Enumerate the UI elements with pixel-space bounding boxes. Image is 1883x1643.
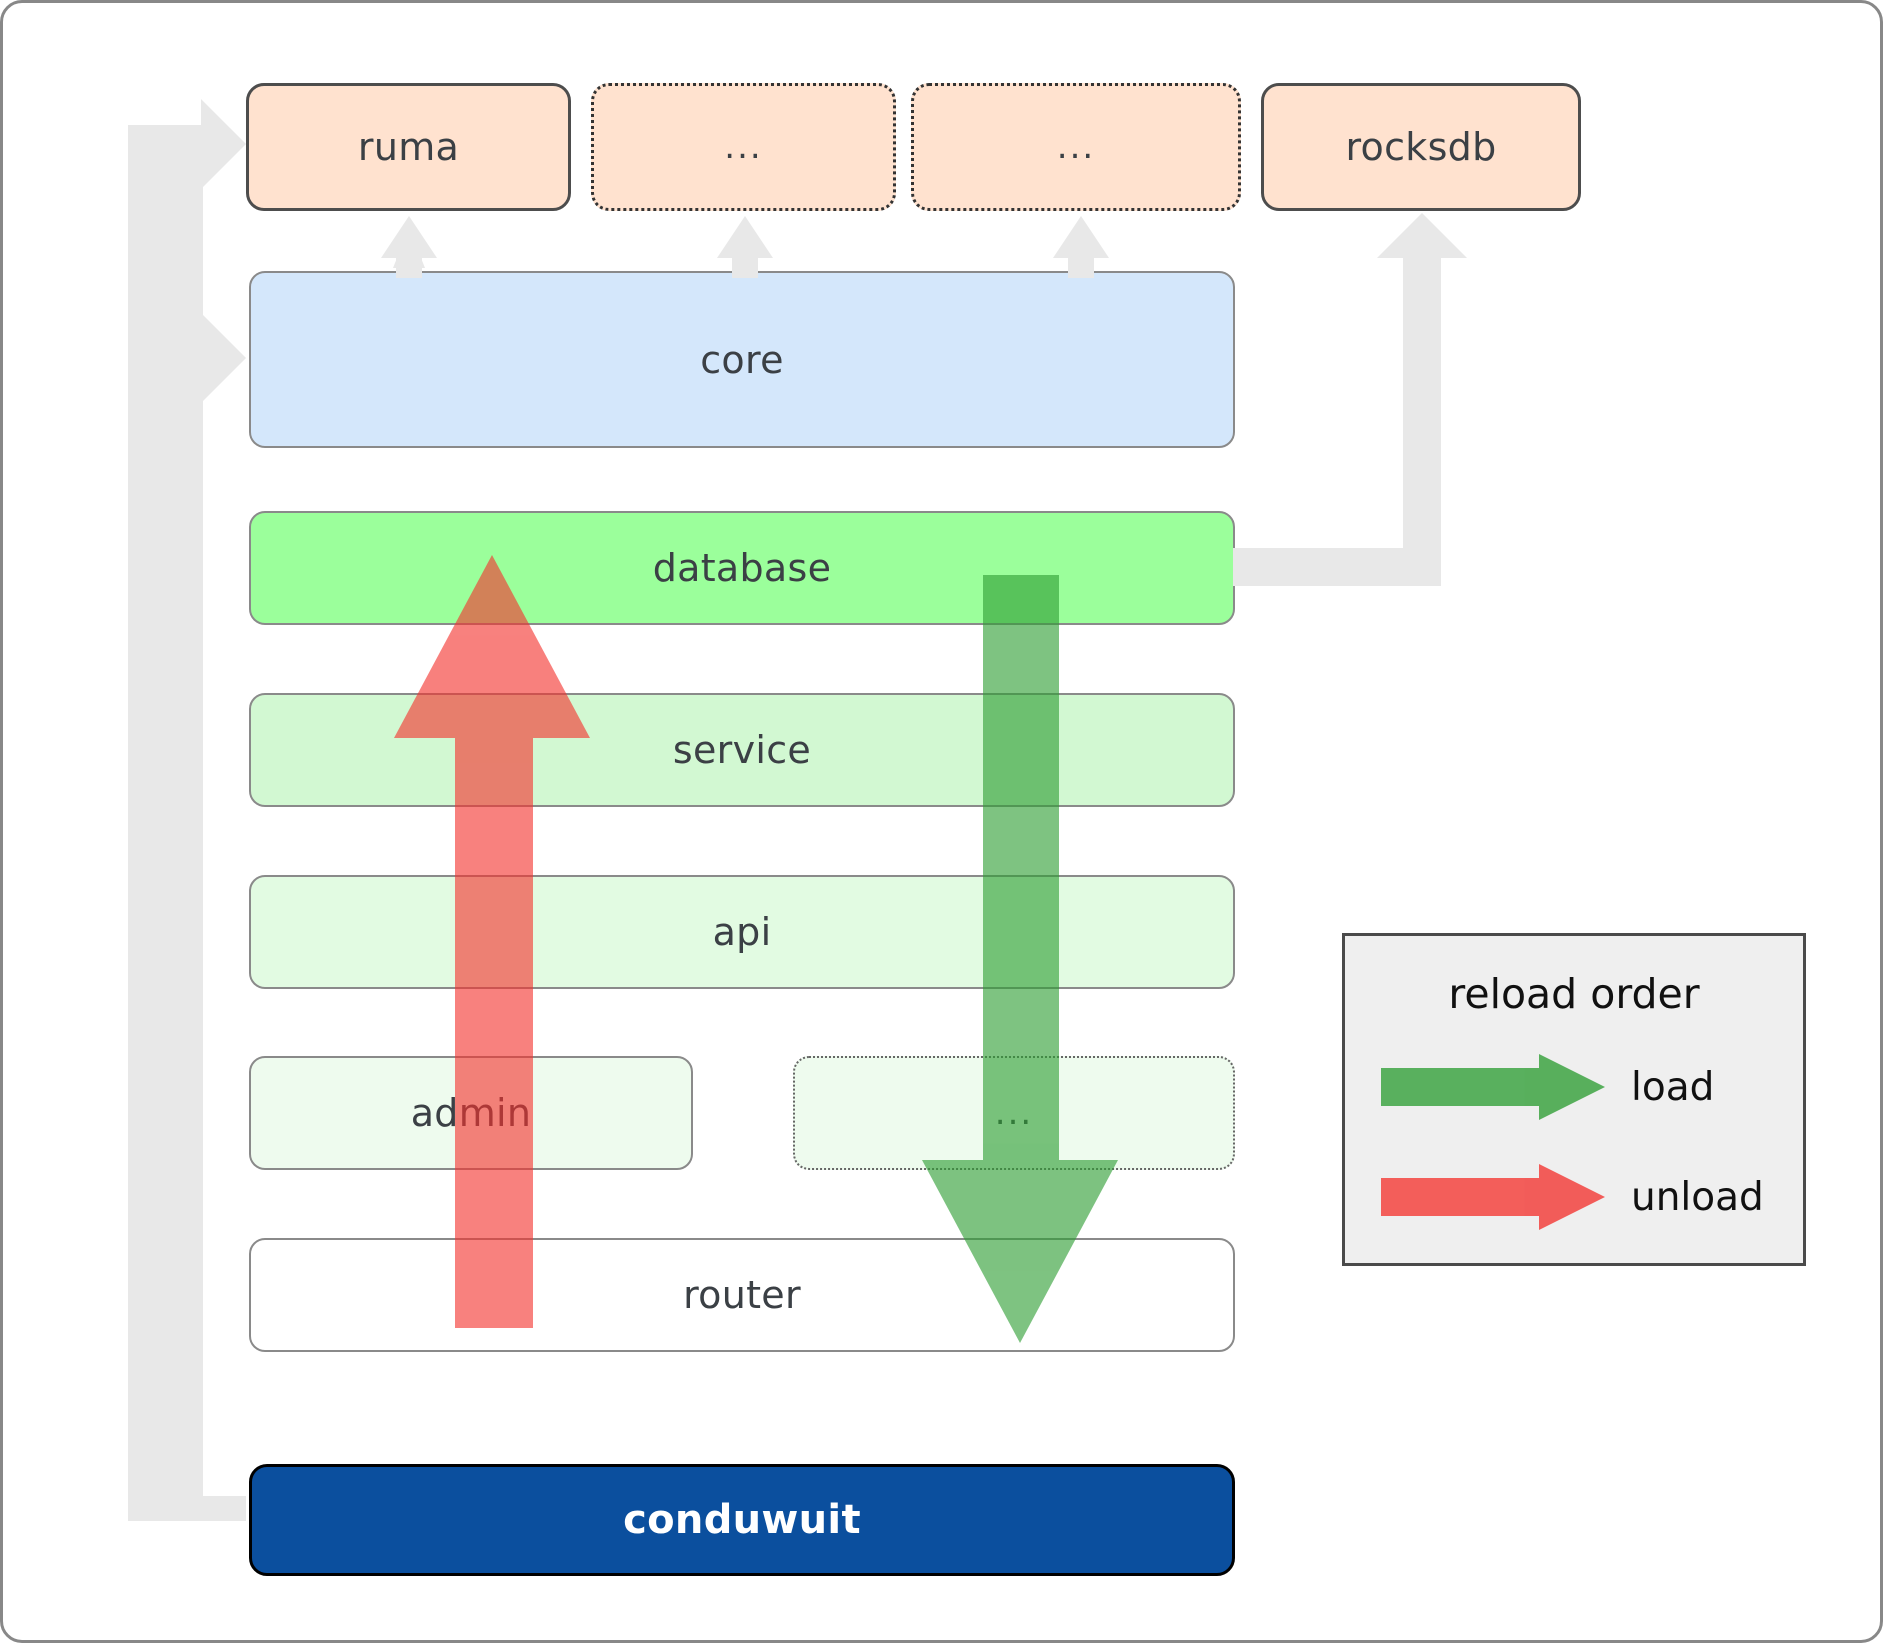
dependency-label: ruma [357, 125, 460, 169]
dependency-box-rocksdb[interactable]: rocksdb [1261, 83, 1581, 211]
flow-arrows-layer [394, 555, 1118, 1343]
root-box-conduwuit[interactable]: conduwuit [249, 1464, 1235, 1576]
connector-arrows-layer [128, 99, 1467, 1521]
root-label: conduwuit [623, 1497, 861, 1543]
layer-box-service[interactable]: service [249, 693, 1235, 807]
dependency-label: rocksdb [1345, 125, 1497, 169]
legend-item-load: load [1345, 1046, 1803, 1128]
legend-label-load: load [1631, 1064, 1715, 1110]
layer-label: core [700, 337, 784, 382]
connector-conduwuit-trunk [128, 136, 246, 1521]
legend-label-unload: unload [1631, 1174, 1764, 1220]
layer-box-core[interactable]: core [249, 271, 1235, 448]
layer-box-admin[interactable]: admin [249, 1056, 693, 1170]
legend-item-unload: unload [1345, 1156, 1803, 1238]
layer-box-database[interactable]: database [249, 511, 1235, 625]
layer-label: router [683, 1273, 801, 1317]
load-arrow-icon [1381, 1054, 1605, 1120]
layer-label: service [672, 728, 812, 772]
connector-to-ruma [128, 99, 246, 189]
dependency-label: ... [1056, 127, 1096, 167]
connector-to-core [128, 313, 246, 403]
dependency-box-ellipsis-2[interactable]: ... [911, 83, 1241, 211]
legend-panel: reload order load unload [1342, 933, 1806, 1266]
dependency-label: ... [724, 127, 763, 167]
layer-label: database [652, 546, 832, 590]
unload-arrow-icon [1381, 1164, 1605, 1230]
layer-box-router[interactable]: router [249, 1238, 1235, 1352]
layer-label: ... [994, 1093, 1034, 1133]
layer-label: admin [410, 1091, 532, 1135]
core-to-dependency-arrows [381, 216, 1109, 278]
dependency-box-ellipsis-1[interactable]: ... [591, 83, 896, 211]
layer-box-ellipsis[interactable]: ... [793, 1056, 1235, 1170]
layer-label: api [712, 910, 772, 954]
legend-title: reload order [1448, 970, 1700, 1018]
layer-box-api[interactable]: api [249, 875, 1235, 989]
dependency-box-ruma[interactable]: ruma [246, 83, 571, 211]
connector-database-to-rocksdb [1233, 213, 1467, 586]
